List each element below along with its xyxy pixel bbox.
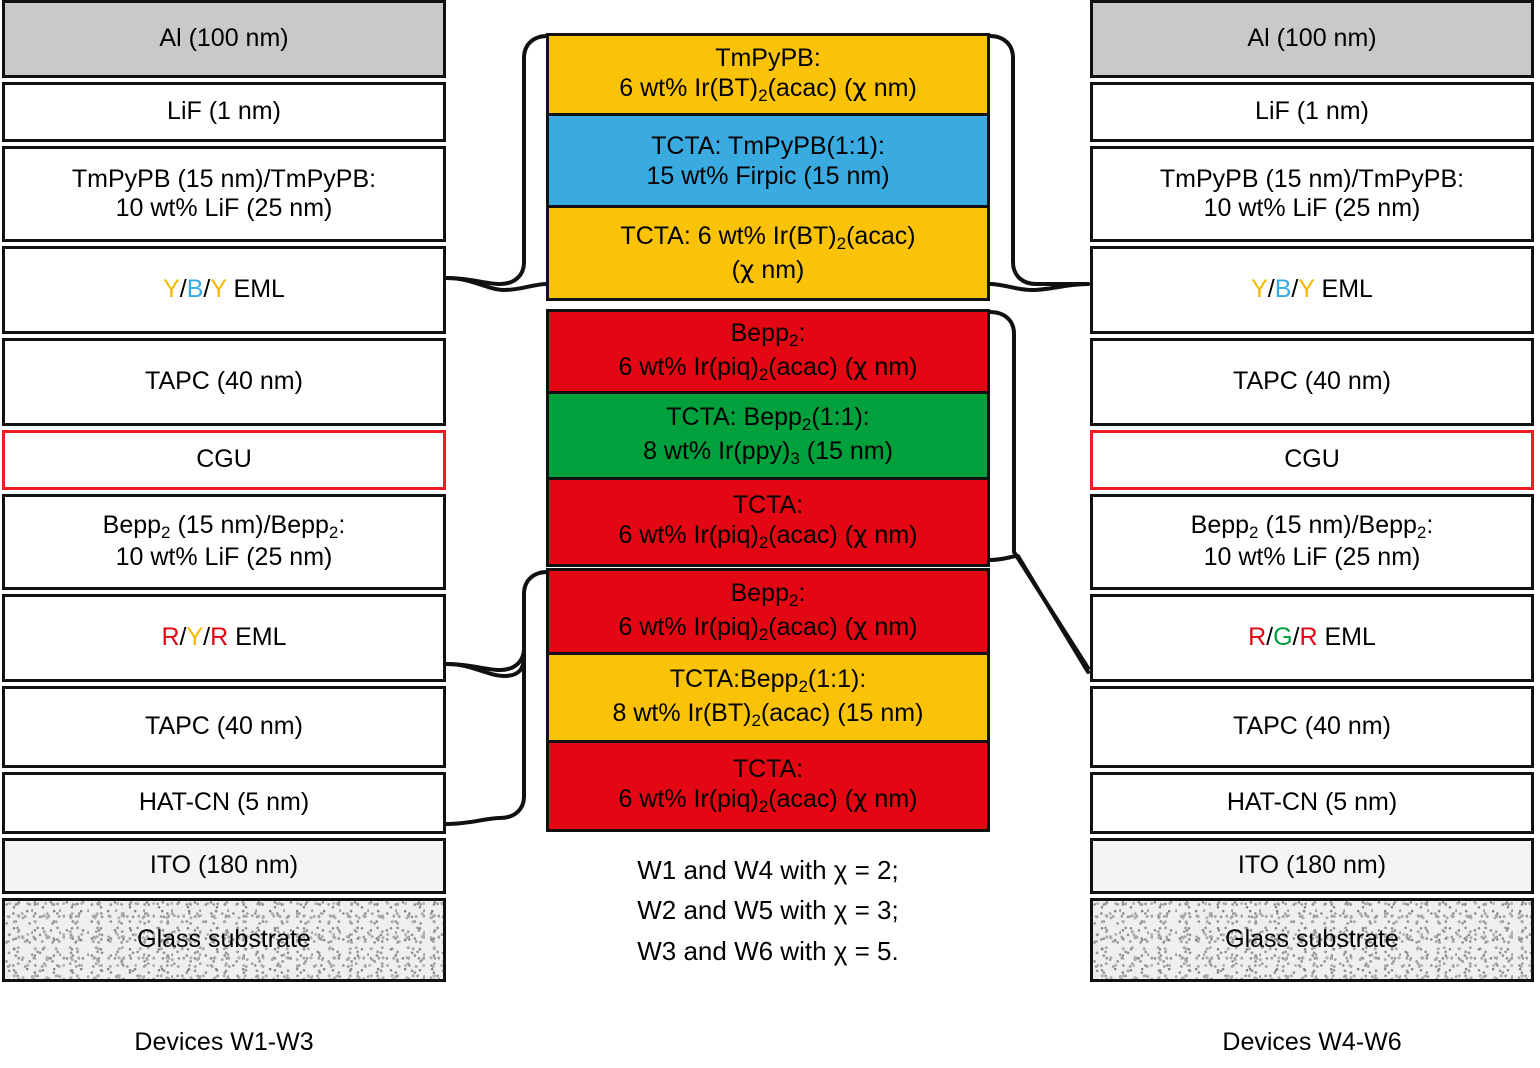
layer-eml-yby: Y/B/Y EML — [2, 246, 446, 334]
caption-right: Devices W4-W6 — [1222, 1028, 1402, 1056]
layer-ito: ITO (180 nm) — [2, 838, 446, 894]
layer-cgu: CGU — [1090, 430, 1534, 490]
layer-tapc-top: TAPC (40 nm) — [1090, 338, 1534, 426]
layer-cgu: CGU — [2, 430, 446, 490]
device-stack-right: Al (100 nm) LiF (1 nm) TmPyPB (15 nm)/Tm… — [1090, 0, 1534, 1056]
layer-ito: ITO (180 nm) — [1090, 838, 1534, 894]
detail-row-ryr-1: TCTA:Bepp2(1:1):8 wt% Ir(BT)2(acac) (15 … — [549, 655, 987, 743]
layer-etl-bottom: Bepp2 (15 nm)/Bepp2:10 wt% LiF (25 nm) — [2, 494, 446, 590]
chi-value-note: W1 and W4 with χ = 2; W2 and W5 with χ =… — [546, 850, 990, 971]
detail-row-ryr-0: Bepp2:6 wt% Ir(piq)2(acac) (χ nm) — [549, 571, 987, 655]
layer-al: Al (100 nm) — [1090, 0, 1534, 78]
line-rgr-top — [988, 310, 1090, 670]
layer-hatcn: HAT-CN (5 nm) — [2, 772, 446, 834]
brace-left-ryr-mid — [445, 654, 526, 678]
brace-right-yby-top — [988, 34, 1090, 286]
layer-etl-top: TmPyPB (15 nm)/TmPyPB:10 wt% LiF (25 nm) — [2, 146, 446, 242]
layer-tapc-bottom: TAPC (40 nm) — [1090, 686, 1534, 768]
glass-texture — [1093, 901, 1531, 979]
detail-row-yby-2: TCTA: 6 wt% Ir(BT)2(acac)(χ nm) — [549, 208, 987, 298]
eml-yby-label: Y/B/Y EML — [163, 275, 285, 304]
brace-left-ryr — [445, 570, 549, 826]
brace-right-yby-bottom — [988, 282, 1090, 292]
detail-row-ryr-2: TCTA:6 wt% Ir(piq)2(acac) (χ nm) — [549, 743, 987, 829]
layer-hatcn: HAT-CN (5 nm) — [1090, 772, 1534, 834]
note-line-1: W1 and W4 with χ = 2; — [637, 855, 899, 885]
device-stack-left: Al (100 nm) LiF (1 nm) TmPyPB (15 nm)/Tm… — [2, 0, 446, 1056]
brace-left-yby-top — [445, 34, 549, 286]
layer-eml-ryr: R/Y/R EML — [2, 594, 446, 682]
detail-row-yby-0: TmPyPB:6 wt% Ir(BT)2(acac) (χ nm) — [549, 36, 987, 116]
note-line-3: W3 and W6 with χ = 5. — [637, 935, 899, 966]
detail-block-rgr: Bepp2:6 wt% Ir(piq)2(acac) (χ nm) TCTA: … — [546, 309, 990, 567]
layer-eml-rgr: R/G/R EML — [1090, 594, 1534, 682]
layer-lif: LiF (1 nm) — [2, 82, 446, 142]
layer-etl-top: TmPyPB (15 nm)/TmPyPB:10 wt% LiF (25 nm) — [1090, 146, 1534, 242]
eml-ryr-label: R/Y/R EML — [161, 623, 287, 652]
eml-yby-label: Y/B/Y EML — [1251, 275, 1373, 304]
layer-al: Al (100 nm) — [2, 0, 446, 78]
detail-block-yby: TmPyPB:6 wt% Ir(BT)2(acac) (χ nm) TCTA: … — [546, 33, 990, 301]
layer-tapc-top: TAPC (40 nm) — [2, 338, 446, 426]
line-rgr-bottom — [988, 554, 1090, 674]
caption-left: Devices W1-W3 — [134, 1028, 314, 1056]
eml-rgr-label: R/G/R EML — [1248, 623, 1376, 652]
layer-glass: Glass substrate — [2, 898, 446, 982]
layer-eml-yby: Y/B/Y EML — [1090, 246, 1534, 334]
layer-glass: Glass substrate — [1090, 898, 1534, 982]
detail-row-yby-1: TCTA: TmPyPB(1:1):15 wt% Firpic (15 nm) — [549, 116, 987, 208]
detail-row-rgr-1: TCTA: Bepp2(1:1):8 wt% Ir(ppy)3 (15 nm) — [549, 394, 987, 480]
brace-left-ryr-upper — [445, 592, 526, 672]
layer-etl-bottom: Bepp2 (15 nm)/Bepp2:10 wt% LiF (25 nm) — [1090, 494, 1534, 590]
detail-block-ryr: Bepp2:6 wt% Ir(piq)2(acac) (χ nm) TCTA:B… — [546, 568, 990, 832]
layer-lif: LiF (1 nm) — [1090, 82, 1534, 142]
detail-row-rgr-2: TCTA:6 wt% Ir(piq)2(acac) (χ nm) — [549, 480, 987, 564]
brace-left-yby-bottom — [445, 276, 549, 292]
layer-tapc-bottom: TAPC (40 nm) — [2, 686, 446, 768]
note-line-2: W2 and W5 with χ = 3; — [637, 895, 899, 926]
glass-texture — [5, 901, 443, 979]
detail-row-rgr-0: Bepp2:6 wt% Ir(piq)2(acac) (χ nm) — [549, 312, 987, 394]
